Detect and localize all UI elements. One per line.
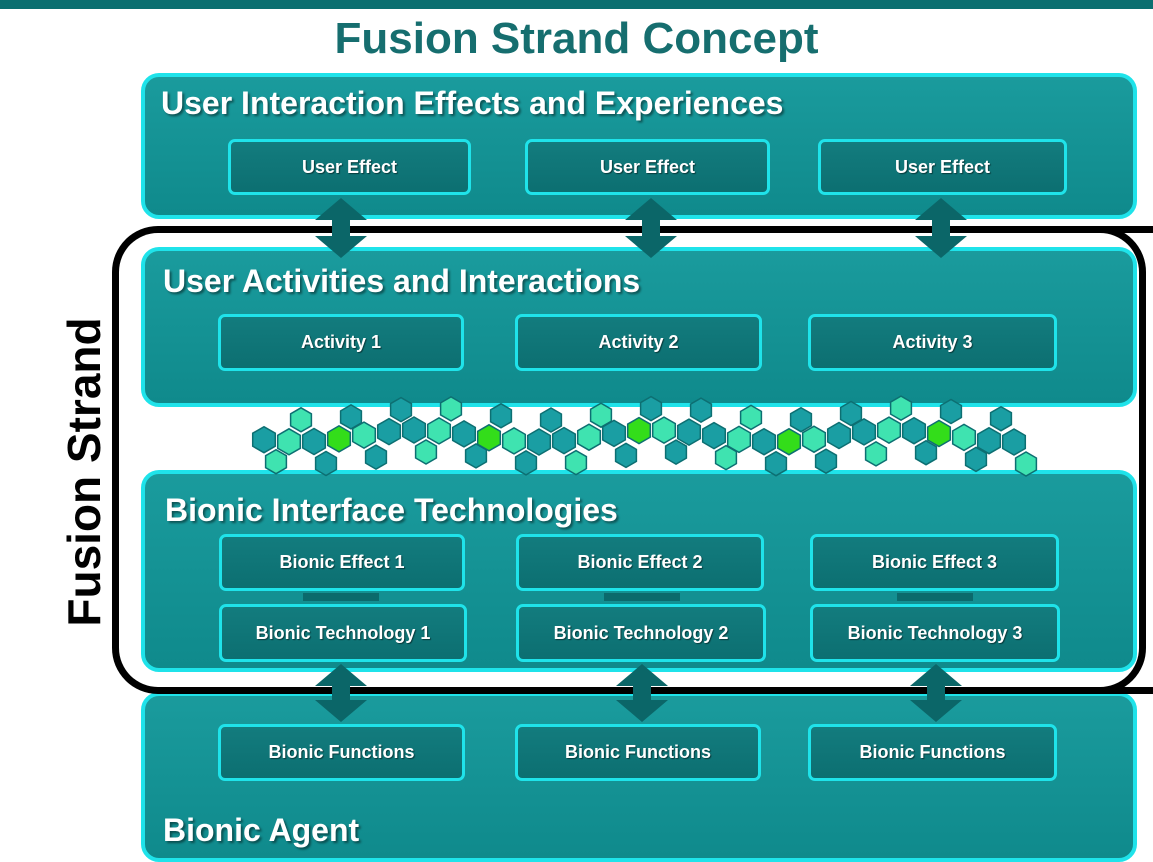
hexagon-icon [264,448,288,475]
hexagon-icon [939,398,963,425]
hexagon-icon [689,397,713,423]
bionic-functions-box-1: Bionic Functions [218,724,465,781]
hexagon-icon [776,427,802,456]
activity-box-3: Activity 3 [808,314,1057,371]
user-effect-box-1: User Effect [228,139,471,195]
hexagon-icon [564,449,588,476]
hexagon-icon [739,404,763,431]
hexagon-icon [539,407,563,433]
hexagon-icon [414,439,438,465]
hexagon-icon [314,450,338,477]
activity-box-2: Activity 2 [515,314,762,371]
hexagon-icon [664,439,688,465]
effect-tech-connector-1 [303,593,379,601]
hexagon-icon [251,425,277,454]
hexagon-icon [726,425,752,454]
bionic-functions-box-2: Bionic Functions [515,724,761,781]
hexagon-icon [876,416,902,444]
hexagon-icon [301,427,327,456]
hexagon-icon [376,417,402,446]
hexagon-icon [601,419,627,448]
hexagon-icon [351,421,377,449]
hexagon-icon [401,416,427,444]
hexagon-icon [614,442,638,469]
hexagon-icon [826,421,852,450]
double-arrow-icon [616,664,668,722]
bionic-agent-panel-title: Bionic Agent [163,812,360,848]
hexagon-icon [964,446,988,473]
bionic-functions-box-3: Bionic Functions [808,724,1057,781]
experiences-panel-title: User Interaction Effects and Experiences [161,85,784,121]
double-arrow-icon [315,198,367,258]
bionic-effect-box-3: Bionic Effect 3 [810,534,1059,591]
user-effect-box-2: User Effect [525,139,770,195]
top-accent-bar [0,0,1153,9]
hexagon-icon [926,419,952,448]
double-arrow-icon [915,198,967,258]
hexagon-icon [551,426,577,455]
hexagon-icon [426,417,452,445]
hexagon-icon [526,428,552,456]
hexagon-icon [326,425,352,453]
double-arrow-icon [315,664,367,722]
hexagon-icon [339,404,363,430]
hexagon-icon [914,439,938,466]
hexagon-icon [976,426,1002,455]
fusion-strand-outline-right [1000,226,1153,694]
bionic-effect-box-1: Bionic Effect 1 [219,534,465,591]
user-effect-box-3: User Effect [818,139,1067,195]
hexagon-icon [764,450,788,477]
hexagon-icon [451,420,477,448]
hexagon-icon [364,444,388,470]
hexagon-icon [901,416,927,445]
hexagon-icon [276,427,302,456]
double-arrow-icon [625,198,677,258]
hexagon-icon [801,425,827,454]
hexagon-icon [789,406,813,433]
fusion-strand-outline [112,226,1153,694]
hexagon-icon [851,418,877,446]
double-arrow-icon [910,664,962,722]
hexagon-icon [639,395,663,422]
hexagon-icon [476,423,502,452]
hexagon-icon [751,427,777,456]
hexagon-icon [1001,428,1027,456]
page-title: Fusion Strand Concept [334,14,819,63]
bionic-technology-box-2: Bionic Technology 2 [516,604,766,662]
hexagon-icon [439,396,463,422]
hexagon-icon [626,416,652,445]
activities-panel-title: User Activities and Interactions [163,263,641,299]
hexagon-icon [951,423,977,452]
hexagon-icon [651,416,677,444]
hexagon-icon [501,427,527,455]
hexagon-icon [489,402,513,429]
hexagon-icon [389,396,413,423]
bionic-effect-box-2: Bionic Effect 2 [516,534,764,591]
hexagon-icon [701,421,727,450]
effect-tech-connector-2 [604,593,680,601]
hexagon-icon [514,450,538,476]
hexagon-icon [989,405,1013,432]
hexagon-icon [814,448,838,475]
hexagon-icon [676,418,702,446]
hexagon-icon [576,423,602,452]
bionic-technology-box-1: Bionic Technology 1 [219,604,467,662]
hexagon-icon [1014,451,1038,477]
hexagon-icon [289,406,313,433]
bionic-interface-panel-title: Bionic Interface Technologies [165,492,618,528]
hexagon-icon [889,395,913,421]
hexagon-icon [839,400,863,427]
activity-box-1: Activity 1 [218,314,464,371]
effect-tech-connector-3 [897,593,973,601]
hexagon-icon [589,402,613,429]
bionic-technology-box-3: Bionic Technology 3 [810,604,1060,662]
hexagon-icon [864,441,888,467]
